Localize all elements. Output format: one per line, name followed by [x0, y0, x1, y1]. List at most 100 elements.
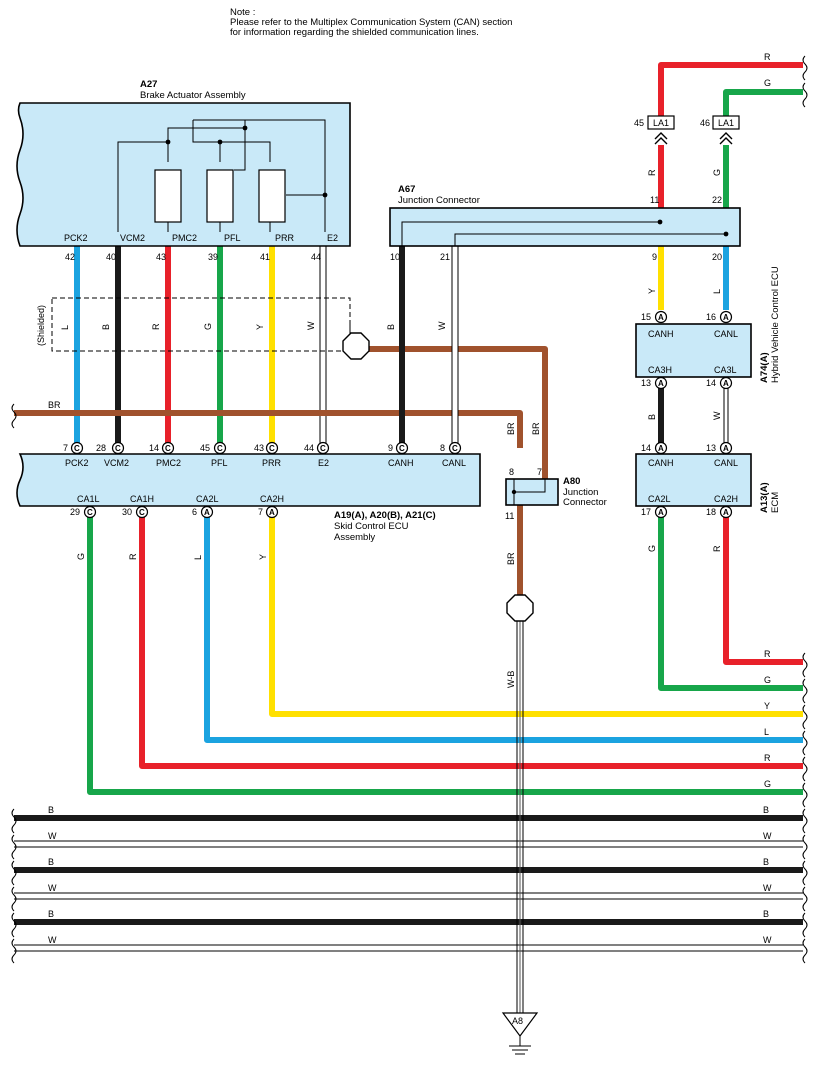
a13-pin-number: 14 — [641, 443, 651, 453]
wire-label-a13: G — [647, 545, 657, 552]
a74-pin-canh: CANH — [648, 329, 674, 339]
a27-pin-vcm2: VCM2 — [120, 233, 145, 243]
wire-label-right-bus: L — [764, 727, 769, 737]
skid-pin-canh: CANH — [388, 458, 414, 468]
wire-label-bus-left: W — [48, 831, 57, 841]
la1-connectors: LA1 45 LA1 46 — [634, 115, 740, 145]
a27-internal-circuit — [117, 119, 328, 232]
skid-ecu-box — [16, 453, 481, 507]
a80-name-1: Junction — [563, 487, 598, 498]
skid-pin-pfl: PFL — [211, 458, 228, 468]
skid-pin-number: 43 — [254, 443, 264, 453]
skid-terminal-circle — [316, 441, 330, 455]
skid-terminal-circle — [265, 441, 279, 455]
wire-label-shield: B — [386, 324, 396, 330]
break-mark — [802, 82, 808, 108]
skid-terminal-letter: C — [452, 444, 458, 453]
la1-connector-left — [647, 115, 675, 130]
a80-pin-number: 11 — [505, 511, 514, 521]
a74-pin-number: 16 — [706, 312, 716, 322]
a74-terminal: A — [654, 376, 668, 390]
a67-pin-number: 20 — [712, 252, 722, 262]
a27-pin-number: 42 — [65, 252, 75, 262]
wire-label-skid: G — [76, 553, 86, 560]
skid-terminal-letter: C — [74, 444, 80, 453]
wire-label-bus-left: B — [48, 857, 54, 867]
skid-name-2: Assembly — [334, 532, 375, 543]
a27-box — [16, 102, 351, 247]
skid-pin-number: 28 — [96, 443, 106, 453]
wire-label-br: BR — [506, 422, 516, 435]
a27-name: Brake Actuator Assembly — [140, 90, 246, 101]
wire-label-bus-right: W — [763, 883, 772, 893]
wire-br-left — [14, 410, 523, 448]
a67-pin-number: 22 — [712, 195, 722, 205]
wire-label-shield: W — [306, 321, 316, 330]
skid-pin-pmc2: PMC2 — [156, 458, 181, 468]
skid-terminal: C — [316, 441, 330, 455]
skid-terminal-circle — [448, 441, 462, 455]
skid-terminal: C — [265, 441, 279, 455]
a13-pin-ca2h: CA2H — [714, 494, 738, 504]
a13-pin-number: 17 — [641, 507, 651, 517]
a13-code: A13(A) — [759, 482, 770, 513]
a74-code: A74(A) — [759, 352, 770, 383]
break-mark — [802, 834, 808, 860]
skid-pin-pck2: PCK2 — [65, 458, 89, 468]
break-mark-3 — [802, 730, 808, 756]
wire-label-br: BR — [531, 422, 541, 435]
wire-label-top: R — [764, 52, 771, 62]
a27-pin-e2: E2 — [327, 233, 338, 243]
la1-label: LA1 — [718, 118, 734, 128]
a74-name: Hybrid Vehicle Control ECU — [770, 266, 781, 383]
wire-label-right-bus: G — [764, 779, 771, 789]
break-mark — [11, 808, 17, 834]
a27-code: A27 — [140, 79, 157, 90]
junction-connector-a67: A67 Junction Connector — [389, 184, 741, 247]
note-line: for information regarding the shielded c… — [230, 27, 479, 38]
skid-terminal-circle — [70, 441, 84, 455]
a74-terminal-letter: A — [723, 313, 729, 322]
wire-label-bus-right: W — [763, 935, 772, 945]
a74-pin-number: 13 — [641, 378, 651, 388]
skid-pin-number: 6 — [192, 507, 197, 517]
break-mark — [802, 886, 808, 912]
wire-label-la1: R — [647, 169, 657, 176]
wire-label-bus-right: B — [763, 909, 769, 919]
break-mark — [11, 912, 17, 938]
la1-pin: 46 — [700, 118, 710, 128]
skid-terminal-circle — [111, 441, 125, 455]
wire-label-bus-right: W — [763, 831, 772, 841]
hybrid-vehicle-control-ecu: A74(A) Hybrid Vehicle Control ECU — [635, 266, 781, 383]
wire-skid-l — [204, 506, 803, 743]
a13-pin-ca2l: CA2L — [648, 494, 671, 504]
skid-terminal-circle — [161, 441, 175, 455]
wire-skid-r — [139, 506, 803, 769]
a74-pin-canl: CANL — [714, 329, 738, 339]
a74-terminal-letter: A — [658, 379, 664, 388]
wire-label-shield: R — [151, 323, 161, 330]
skid-terminal-circle — [265, 505, 279, 519]
a67-pin-number: 21 — [440, 252, 450, 262]
skid-terminal-letter: A — [204, 508, 210, 517]
skid-terminal-letter: C — [320, 444, 326, 453]
skid-name-1: Skid Control ECU — [334, 521, 409, 532]
ground-splice — [506, 594, 534, 622]
a74-terminal-circle — [719, 310, 733, 324]
wire-label-bus-left: W — [48, 935, 57, 945]
break-mark-1 — [802, 678, 808, 704]
wire-label-br: BR — [506, 552, 516, 565]
skid-code: A19(A), A20(B), A21(C) — [334, 510, 436, 521]
a27-pin-pfl: PFL — [224, 233, 241, 243]
skid-pin-number: 45 — [200, 443, 210, 453]
a74-pin-ca3h: CA3H — [648, 365, 672, 375]
break-mark — [11, 834, 17, 860]
break-mark — [802, 938, 808, 964]
skid-pin-ca1l: CA1L — [77, 494, 100, 504]
wire-label-a74: Y — [647, 288, 657, 294]
skid-pin-number: 9 — [388, 443, 393, 453]
wire-label-la1: G — [712, 169, 722, 176]
a13-pin-canl: CANL — [714, 458, 738, 468]
a13-terminal-circle — [654, 441, 668, 455]
a80-pin-number: 8 — [509, 467, 514, 477]
